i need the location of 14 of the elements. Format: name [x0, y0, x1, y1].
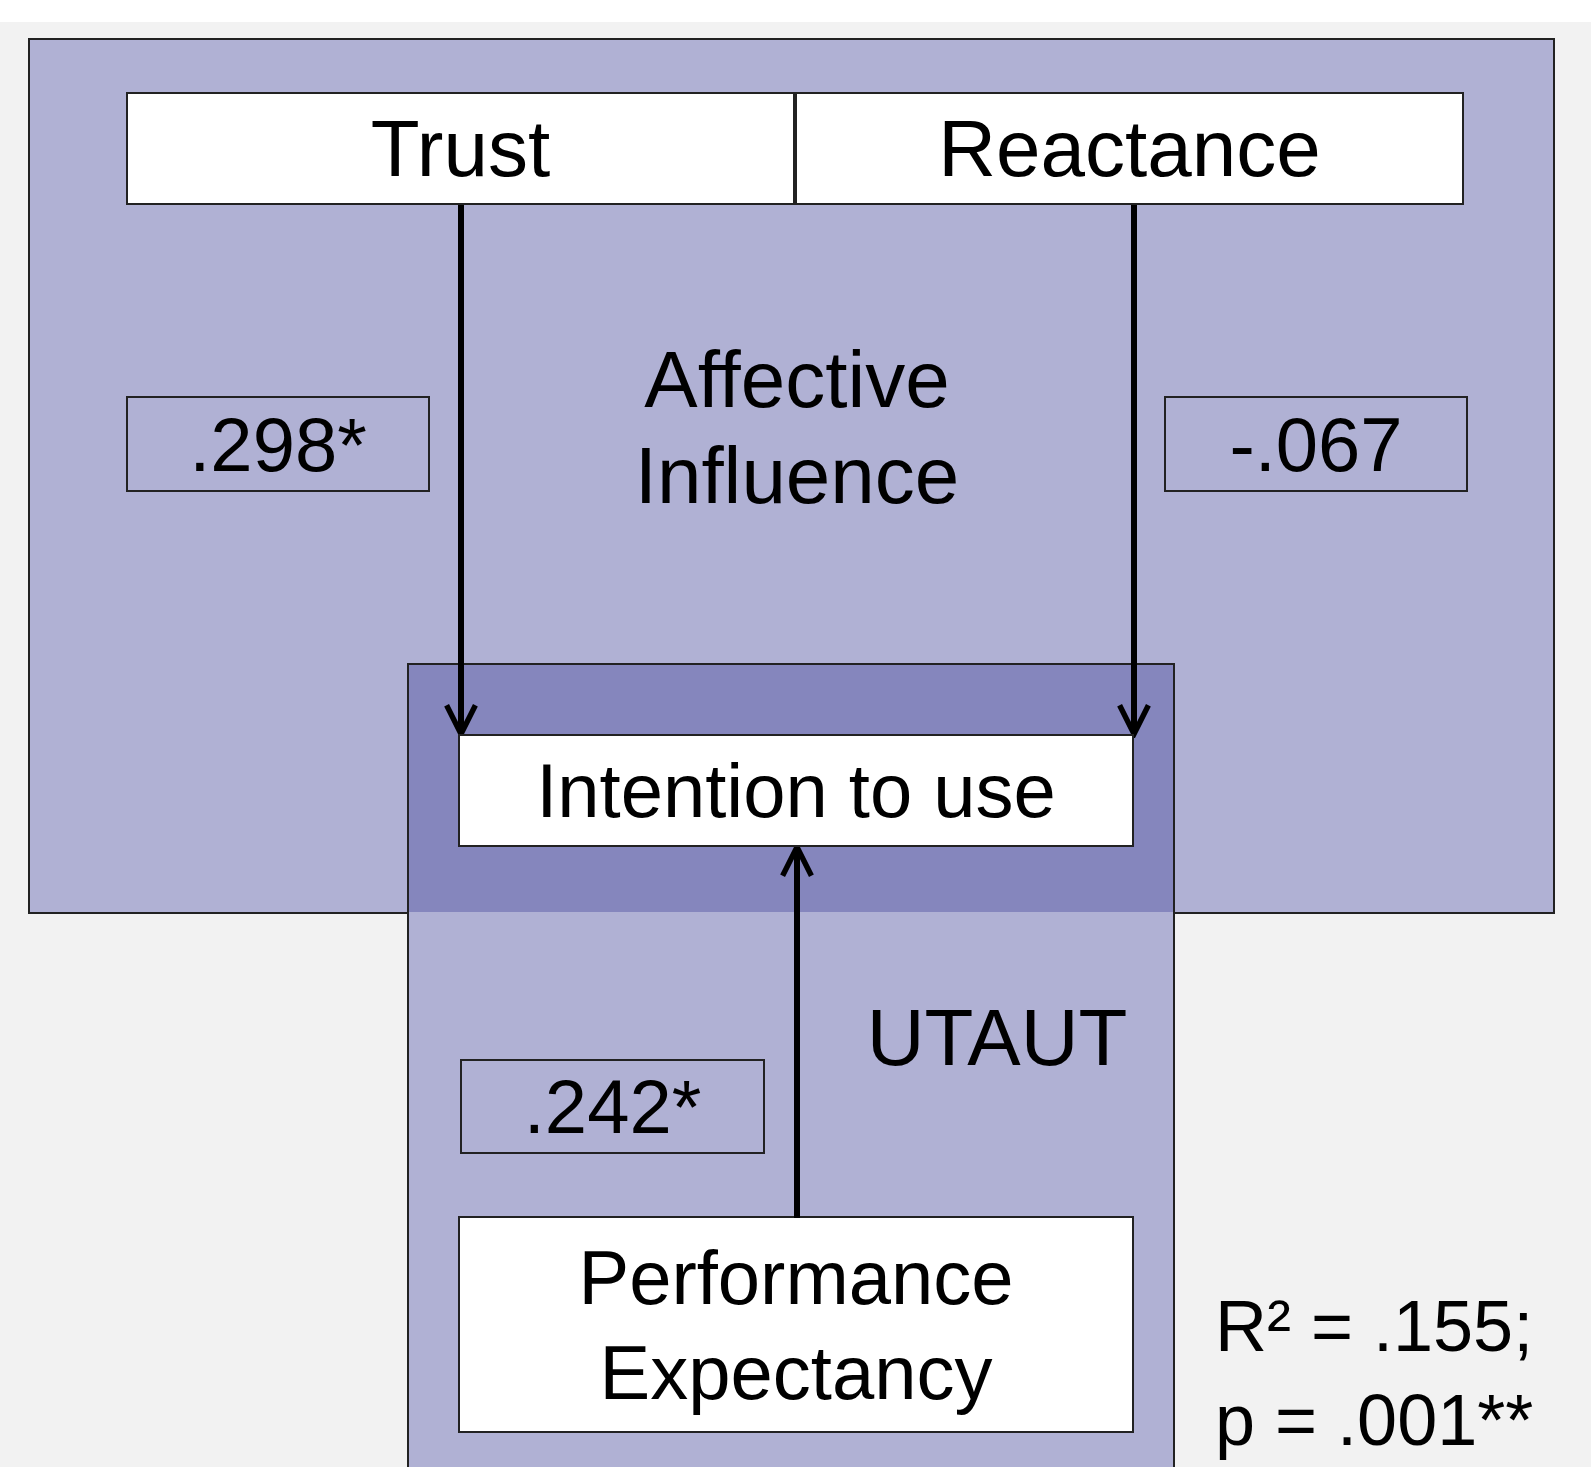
statistics-note: R² = .155; p = .001** [1215, 1285, 1535, 1462]
arrow [443, 205, 479, 737]
arrow [1116, 205, 1152, 737]
construct-box: Reactance [795, 92, 1464, 205]
region-title: Affective Influence [633, 334, 961, 522]
arrow [779, 844, 815, 1218]
region-title: UTAUT [865, 992, 1129, 1084]
region-panel [407, 912, 1175, 1467]
construct-box: Trust [126, 92, 795, 205]
coefficient-box: .298* [126, 396, 430, 492]
coefficient-box: .242* [460, 1059, 765, 1154]
construct-box: Performance Expectancy [458, 1216, 1134, 1433]
coefficient-box: -.067 [1164, 396, 1468, 492]
region-panel [28, 38, 1555, 914]
